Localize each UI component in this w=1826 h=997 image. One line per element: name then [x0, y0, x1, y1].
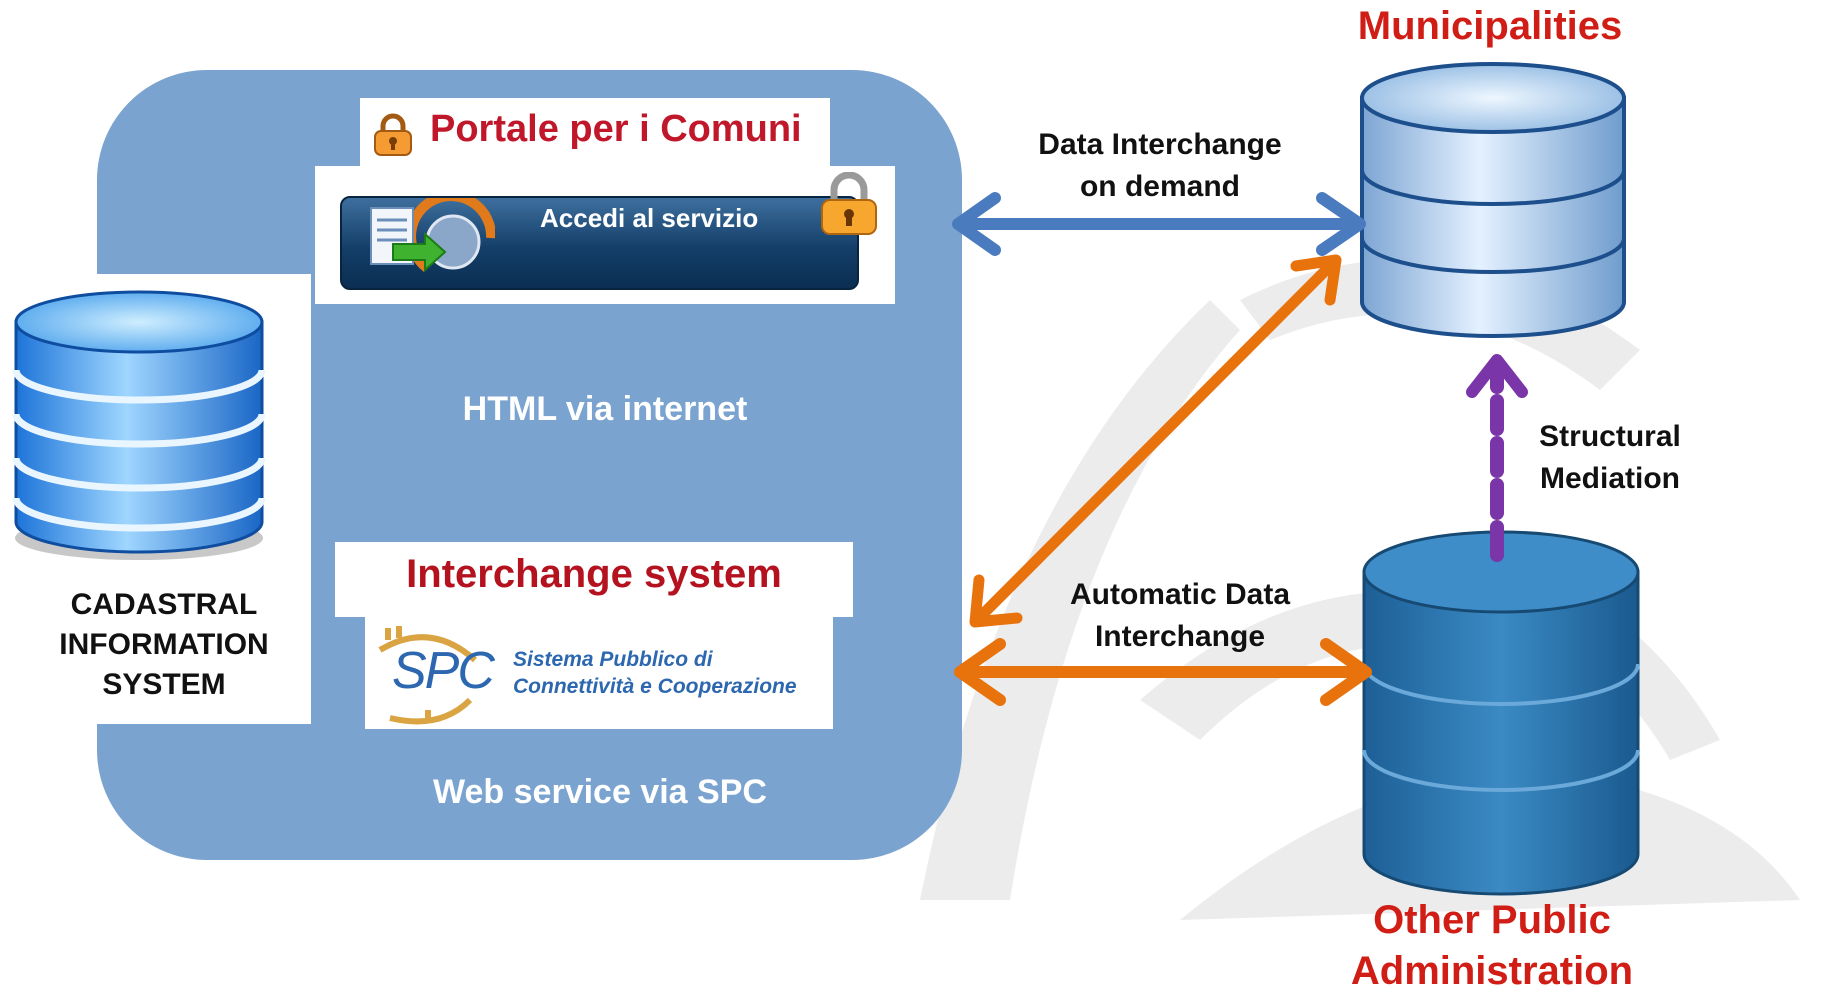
on-demand-label-line1: Data Interchange [1038, 128, 1282, 161]
municipalities-label: Municipalities [1357, 4, 1623, 48]
automatic-diagonal-arrow [969, 254, 1342, 628]
cadastral-label-line3: SYSTEM [102, 668, 226, 701]
structural-mediation-arrow [1466, 354, 1528, 562]
webservice-channel-label: Web service via SPC [433, 773, 767, 811]
access-service-label: Accedi al servizio [540, 203, 759, 233]
on-demand-label-line2: on demand [1079, 170, 1240, 203]
document-transfer-icon [370, 198, 495, 273]
spc-logo-box [365, 617, 833, 729]
on-demand-label: Data Interchange on demand [1010, 128, 1310, 204]
interchange-title: Interchange system [406, 552, 782, 596]
automatic-label: Automatic Data Interchange [1030, 578, 1330, 654]
portal-title-box [360, 98, 830, 168]
spc-subtitle-line1: Sistema Pubblico di [513, 648, 713, 671]
automatic-label-line2: Interchange [1094, 620, 1266, 653]
spc-logo-text: SPC [392, 642, 495, 700]
spc-subtitle-line2: Connettività e Cooperazione [513, 675, 797, 698]
padlock-icon [821, 172, 877, 235]
cadastral-label-line1: CADASTRAL [70, 588, 258, 621]
portal-title: Portale per i Comuni [430, 108, 802, 150]
automatic-label-line1: Automatic Data [1069, 578, 1291, 611]
padlock-icon [374, 113, 412, 156]
mediation-label-line1: Structural [1539, 420, 1681, 453]
other-pa-database-icon [1362, 530, 1640, 896]
html-channel-label: HTML via internet [462, 390, 748, 428]
other-pa-label-line2: Administration [1350, 949, 1634, 993]
spc-swoosh-icon [378, 626, 477, 725]
cadastral-database-icon [12, 290, 266, 560]
other-pa-label-line1: Other Public [1373, 898, 1611, 942]
on-demand-arrow [952, 192, 1366, 256]
automatic-horizontal-arrow [954, 638, 1372, 706]
other-pa-label: Other Public Administration [1292, 898, 1692, 994]
mediation-label-line2: Mediation [1540, 462, 1680, 495]
interchange-title-box [335, 542, 853, 617]
mediation-label: Structural Mediation [1520, 420, 1700, 496]
cadastral-label: CADASTRAL INFORMATION SYSTEM [20, 588, 308, 702]
municipalities-database-icon [1360, 62, 1626, 338]
cadastral-label-line2: INFORMATION [59, 628, 269, 661]
